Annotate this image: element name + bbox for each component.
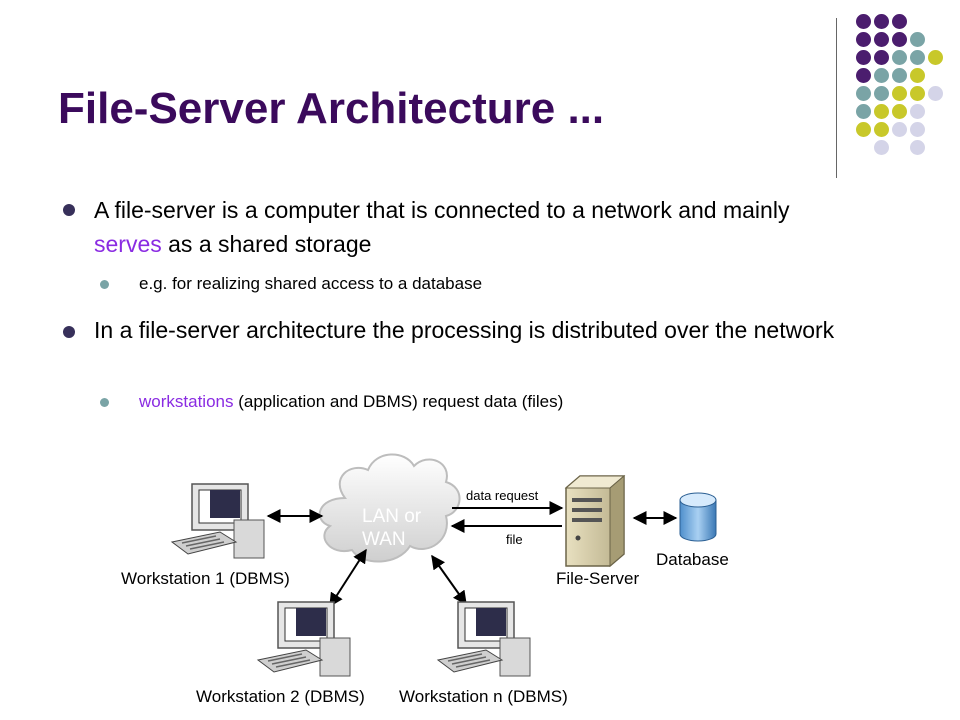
deco-dot [874,14,889,29]
cloud-label-line1: LAN or [362,506,422,527]
workstation-2-icon [256,601,351,677]
deco-dot [892,14,907,29]
workstation-1-label: Workstation 1 (DBMS) [121,569,290,588]
deco-dot [910,50,925,65]
bullet-1-text-part: A file-server is a computer that is conn… [94,197,790,223]
deco-dot [856,86,871,101]
deco-dot [910,32,925,47]
cloud-label-line2: WAN [362,529,406,550]
sub-bullet-1-text: e.g. for realizing shared access to a da… [139,274,483,293]
bullet-2-text: In a file-server architecture the proces… [94,317,835,343]
server-label: File-Server [556,569,639,588]
bullet-1-text-part: as a shared storage [161,231,372,257]
deco-dot [892,68,907,83]
workstation-2-label: Workstation 2 (DBMS) [196,687,365,706]
deco-dot [928,50,943,65]
deco-dot [856,104,871,119]
database-label: Database [656,550,729,569]
database-icon [679,492,717,542]
deco-dot [892,86,907,101]
deco-dot [892,50,907,65]
bullet-1-highlight: serves [94,231,162,257]
workstation-1-icon [170,483,265,559]
decorative-divider [836,18,837,178]
deco-dot [856,50,871,65]
deco-dot [910,86,925,101]
bullet-1-text: A file-server is a computer that is conn… [94,193,854,261]
deco-dot [910,104,925,119]
sub-bullet-marker [100,280,109,289]
file-server-icon [564,474,626,568]
deco-dot [892,122,907,137]
deco-dot [856,14,871,29]
network-cloud-icon [318,453,461,563]
deco-dot [910,140,925,155]
deco-dot [856,68,871,83]
sub-bullet-2-text-part: (application and DBMS) request data (fil… [233,392,564,411]
bullet-marker [63,326,75,338]
deco-dot [874,140,889,155]
deco-dot [910,68,925,83]
deco-dot [910,122,925,137]
deco-dot [928,86,943,101]
arrow-cloud-ws2 [329,548,367,608]
deco-dot [874,104,889,119]
deco-dot [856,122,871,137]
sub-bullet-marker [100,398,109,407]
workstation-n-label: Workstation n (DBMS) [399,687,568,706]
workstation-n-icon [436,601,531,677]
deco-dot [874,32,889,47]
deco-dot [874,68,889,83]
arrow-request-label: data request [466,488,539,503]
arrow-cloud-wsn [431,554,467,606]
bullet-marker [63,204,75,216]
slide-title: File-Server Architecture ... [58,84,605,133]
sub-bullet-2-highlight: workstations [139,392,234,411]
arrow-file-label: file [506,532,523,547]
deco-dot [874,86,889,101]
deco-dot [874,50,889,65]
sub-bullet-2-text: workstations (application and DBMS) requ… [139,390,563,414]
deco-dot [892,32,907,47]
deco-dot [856,32,871,47]
deco-dot [892,104,907,119]
deco-dot [874,122,889,137]
